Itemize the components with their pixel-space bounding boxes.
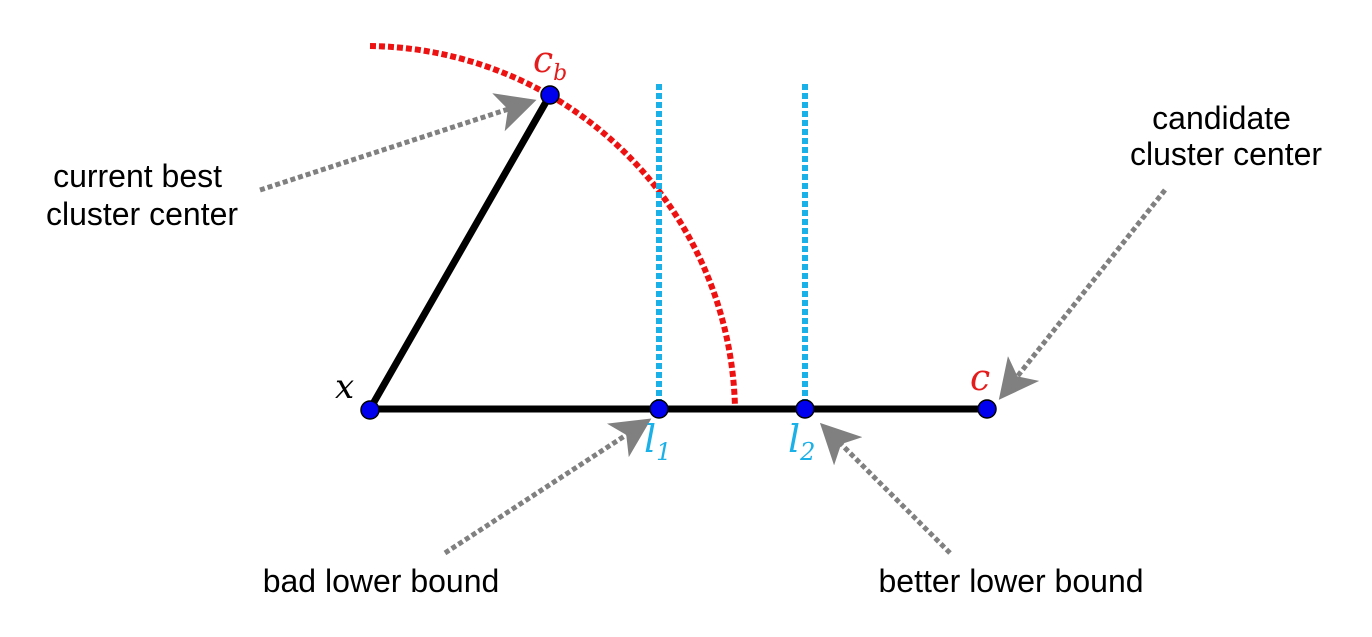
- annotation-candidate-line2: cluster center: [1130, 136, 1322, 172]
- annotation-bad-lower-bound: bad lower bound: [263, 563, 500, 599]
- annotation-better-lower-bound: better lower bound: [878, 563, 1143, 599]
- annotation-current-best: current best cluster center: [46, 158, 238, 232]
- label-l2: l2: [788, 417, 815, 466]
- point-l2: [795, 399, 815, 419]
- segment-x-cb: [366, 91, 554, 413]
- label-cb: cb: [533, 40, 567, 86]
- arrow-current-best: [259, 93, 537, 193]
- best-radius-arc: [369, 43, 738, 409]
- annotation-candidate-line1: candidate: [1152, 100, 1291, 136]
- point-c: [977, 399, 997, 419]
- arrow-candidate: [998, 188, 1167, 400]
- label-l1: l1: [644, 417, 671, 466]
- annotation-candidate: candidate cluster center: [1130, 100, 1322, 172]
- label-x: x: [335, 367, 354, 407]
- annotation-current-best-line1: current best: [53, 158, 222, 194]
- annotation-current-best-line2: cluster center: [46, 196, 238, 232]
- point-cb: [540, 85, 560, 105]
- arrow-better-lower-bound: [819, 422, 952, 555]
- point-x: [360, 400, 380, 420]
- arrow-bad-lower-bound: [443, 418, 652, 556]
- label-c: c: [970, 358, 990, 399]
- point-l1: [649, 399, 669, 419]
